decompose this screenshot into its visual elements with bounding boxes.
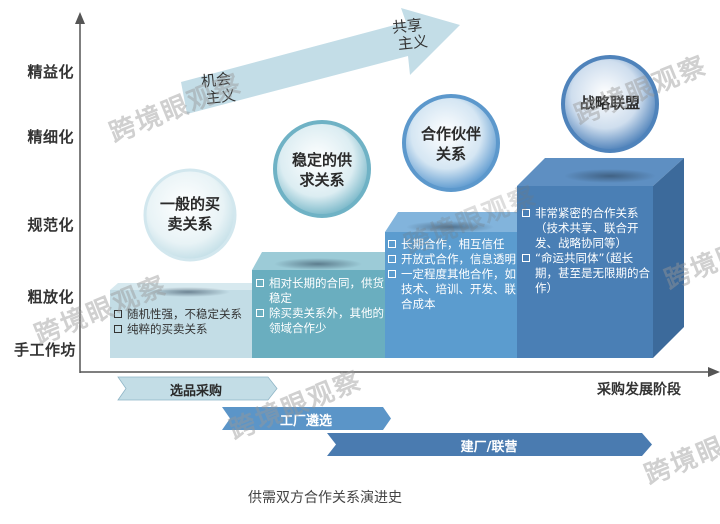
sphere-2-label: 稳定的供 求关系 — [276, 150, 368, 190]
checkbox-square-icon — [114, 310, 122, 318]
phase-1-label: 选品采购 — [169, 384, 222, 399]
sphere-1-label: 一般的买 卖关系 — [145, 194, 235, 234]
checkbox-square-icon — [522, 209, 530, 217]
trend-end-line2: 主义 — [396, 32, 429, 54]
sphere-3 — [402, 94, 500, 192]
bullet-text: 相对长期的合同，供货稳定 — [269, 276, 384, 305]
phase-chevron-1 — [117, 376, 278, 401]
x-axis — [80, 367, 720, 377]
checkbox-square-icon — [522, 254, 530, 262]
y-label-standardized: 规范化 — [27, 216, 74, 234]
y-label-refined: 精细化 — [27, 128, 74, 146]
step-3-bullets: 长期合作，相互信任 开放式合作，信息透明 一定程度其他合作，如技术、培训、开发、… — [388, 237, 516, 312]
sphere-4-line1: 战略联盟 — [579, 94, 640, 112]
bullet-text: 一定程度其他合作，如技术、培训、开发、联合成本 — [401, 267, 516, 311]
y-label-lean: 精益化 — [27, 63, 74, 81]
phase-chevron-2 — [222, 407, 391, 430]
bullet-text: 纯粹的买卖关系 — [127, 322, 208, 336]
bullet-text: 开放式合作，信息透明 — [401, 252, 516, 266]
sphere-1 — [143, 168, 237, 262]
step-2-bullet: 除买卖关系外，其他的领域合作少 — [256, 306, 384, 336]
step-2-bullets: 相对长期的合同，供货稳定 除买卖关系外，其他的领域合作少 — [256, 276, 384, 336]
checkbox-square-icon — [388, 255, 396, 263]
phase-2-label: 工厂遴选 — [279, 414, 332, 429]
step-3-bullet: 一定程度其他合作，如技术、培训、开发、联合成本 — [388, 267, 516, 312]
sphere-2-line1: 稳定的供 — [291, 151, 352, 169]
bullet-text: 随机性强，不稳定关系 — [127, 307, 242, 321]
step-1-bullet: 纯粹的买卖关系 — [114, 322, 254, 337]
sphere-3-label: 合作伙伴 关系 — [405, 124, 497, 164]
step-4-bullet: 非常紧密的合作关系（技术共享、联合开发、战略协同等） — [522, 206, 652, 251]
trend-arrow — [181, 8, 460, 114]
checkbox-square-icon — [256, 309, 264, 317]
figure-caption: 供需双方合作关系演进史 — [248, 490, 402, 506]
y-label-extensive: 粗放化 — [27, 288, 74, 306]
step-4-bullet: “命运共同体”（超长期，甚至是无限期的合作） — [522, 251, 652, 296]
checkbox-square-icon — [388, 240, 396, 248]
step-2-bullet: 相对长期的合同，供货稳定 — [256, 276, 384, 306]
y-axis — [75, 12, 85, 373]
step-3-bullet: 长期合作，相互信任 — [388, 237, 516, 252]
step-4-bullets: 非常紧密的合作关系（技术共享、联合开发、战略协同等） “命运共同体”（超长期，甚… — [522, 206, 652, 296]
y-label-workshop: 手工作坊 — [13, 341, 76, 359]
sphere-2-line2: 求关系 — [299, 171, 345, 189]
bullet-text: 非常紧密的合作关系（技术共享、联合开发、战略协同等） — [535, 206, 639, 250]
checkbox-square-icon — [256, 279, 264, 287]
sphere-3-line2: 关系 — [435, 145, 466, 163]
sphere-4-label: 战略联盟 — [564, 93, 656, 113]
step-3-bullet: 开放式合作，信息透明 — [388, 252, 516, 267]
checkbox-square-icon — [388, 270, 396, 278]
sphere-1-line1: 一般的买 — [159, 195, 220, 213]
bullet-text: 除买卖关系外，其他的领域合作少 — [269, 306, 384, 335]
sphere-3-line1: 合作伙伴 — [420, 125, 481, 143]
trend-end-label: 共享 主义 — [391, 16, 429, 54]
step-4-block — [517, 158, 684, 358]
sphere-1-line2: 卖关系 — [167, 215, 213, 233]
trend-start-label: 机会 主义 — [200, 70, 237, 108]
step-1-bullet: 随机性强，不稳定关系 — [114, 307, 254, 322]
step-1-block — [110, 283, 258, 358]
trend-start-line2: 主义 — [204, 86, 237, 108]
phase-3-label: 建厂/联营 — [460, 440, 518, 455]
x-axis-label: 采购发展阶段 — [597, 382, 681, 398]
bullet-text: “命运共同体”（超长期，甚至是无限期的合作） — [535, 251, 650, 295]
sphere-4 — [561, 55, 659, 153]
phase-chevron-3 — [327, 433, 652, 456]
sphere-2 — [273, 120, 371, 218]
checkbox-square-icon — [114, 325, 122, 333]
bullet-text: 长期合作，相互信任 — [401, 237, 505, 251]
step-1-bullets: 随机性强，不稳定关系 纯粹的买卖关系 — [114, 307, 254, 337]
